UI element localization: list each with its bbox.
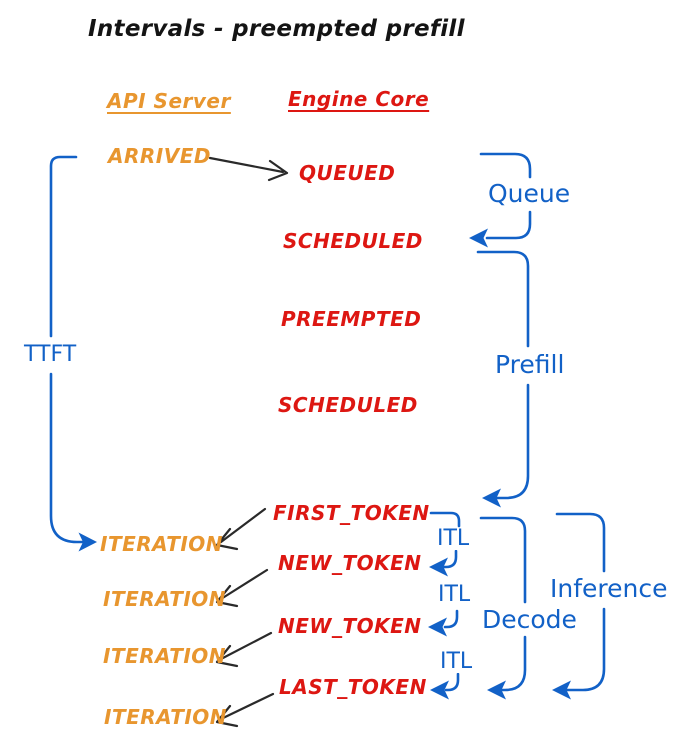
interval-label-inference: Inference: [547, 576, 671, 601]
last-token-to-iteration-arrow: [215, 692, 275, 728]
itl-bracket-top-line: [429, 511, 461, 528]
event-iteration-2: ITERATION: [103, 587, 227, 611]
inference-bracket-line: [555, 512, 606, 692]
decode-arrowhead-icon: [487, 680, 506, 700]
event-preempted: PREEMPTED: [281, 307, 422, 331]
column-header-engine-core: Engine Core: [288, 87, 430, 111]
interval-label-queue: Queue: [485, 181, 574, 206]
interval-label-decode: Decode: [479, 607, 580, 632]
interval-label-itl-1: ITL: [434, 528, 473, 550]
new-token2-to-iteration-arrow: [215, 631, 273, 668]
event-arrived: ARRIVED: [108, 144, 211, 168]
itl-hook-1-line: [442, 549, 458, 569]
interval-label-itl-2: ITL: [435, 584, 474, 606]
itl-hook-1-arrowhead-icon: [429, 557, 448, 577]
event-queued: QUEUED: [299, 161, 396, 185]
itl-hook-2-arrowhead-icon: [428, 617, 447, 637]
queue-arrowhead-icon: [469, 228, 488, 248]
ttft-arrowhead-icon: [78, 532, 97, 552]
event-last-token: LAST_TOKEN: [279, 675, 427, 699]
interval-label-ttft: TTFT: [21, 344, 80, 366]
event-new-token-2: NEW_TOKEN: [278, 614, 422, 638]
inference-arrowhead-icon: [552, 680, 571, 700]
event-iteration-4: ITERATION: [104, 705, 228, 729]
arrived-to-queued-arrow: [208, 156, 289, 182]
page-title: Intervals - preempted prefill: [88, 16, 465, 42]
prefill-bracket-line: [476, 250, 530, 500]
interval-label-itl-3: ITL: [437, 651, 476, 673]
new-token1-to-iteration-arrow: [215, 568, 269, 608]
column-header-api-server: API Server: [107, 89, 231, 113]
event-new-token-1: NEW_TOKEN: [278, 551, 422, 575]
prefill-arrowhead-icon: [482, 488, 501, 508]
itl-hook-3-arrowhead-icon: [430, 680, 449, 700]
queue-bracket-line: [479, 152, 532, 240]
interval-label-prefill: Prefill: [492, 352, 568, 377]
event-first-token: FIRST_TOKEN: [273, 501, 430, 525]
first-token-to-iteration-arrow: [215, 507, 267, 551]
itl-hook-2-line: [443, 609, 459, 629]
decode-bracket-line: [479, 516, 527, 692]
event-iteration-3: ITERATION: [103, 644, 227, 668]
event-scheduled-2: SCHEDULED: [278, 393, 418, 417]
event-scheduled-1: SCHEDULED: [283, 229, 423, 253]
ttft-bracket-line: [49, 155, 87, 544]
event-iteration-1: ITERATION: [100, 532, 224, 556]
itl-hook-3-line: [444, 672, 460, 692]
